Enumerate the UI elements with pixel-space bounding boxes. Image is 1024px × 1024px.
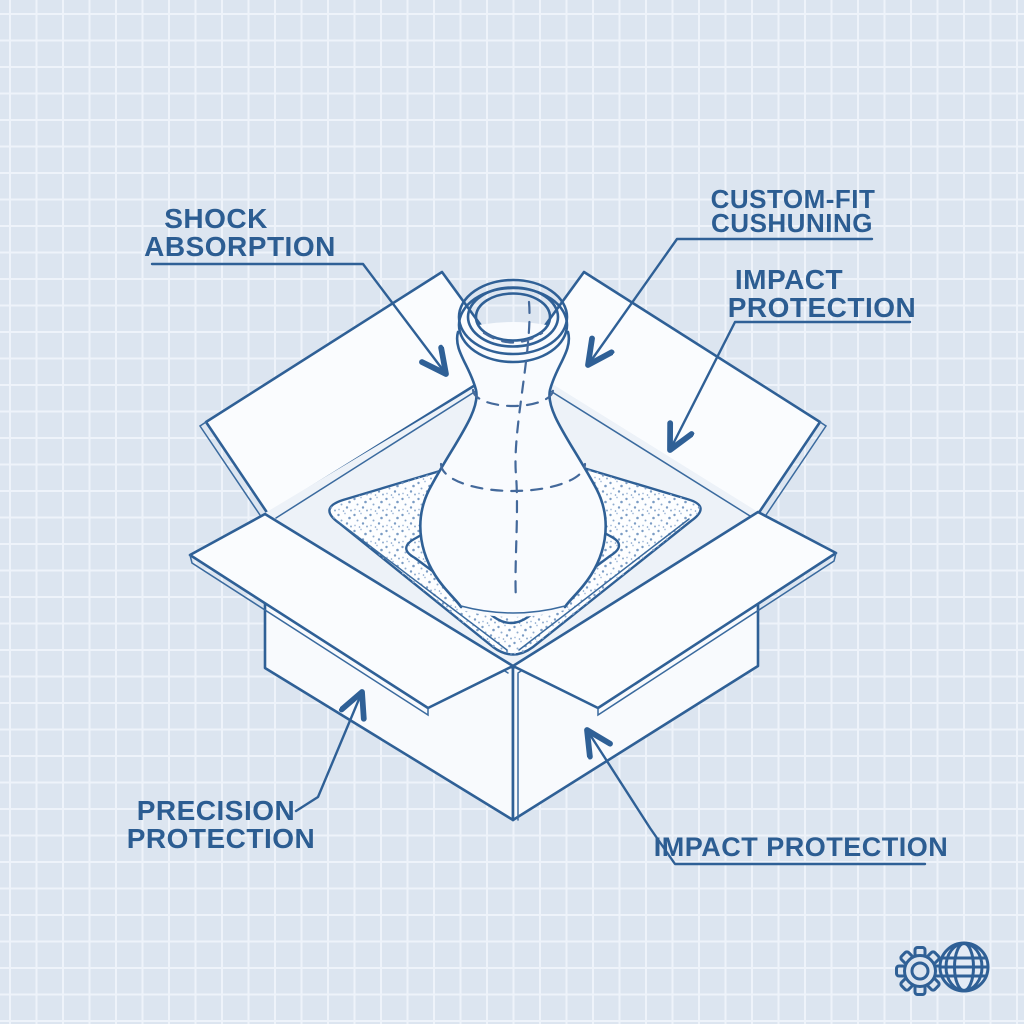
shock-absorption-leader — [150, 262, 446, 374]
vase-mouth-outer — [457, 278, 569, 356]
vase-dashed-neck-arc — [471, 388, 555, 408]
box-rim-inner-right — [516, 369, 751, 517]
precision-protection-label-line2: PROTECTION — [127, 823, 316, 854]
shock-absorption-label-line2: ABSORPTION — [144, 231, 336, 262]
foam-front-right-edge — [518, 518, 690, 651]
vase-left-outline — [419, 330, 478, 609]
leader-lines — [150, 237, 927, 866]
foam-front-left-edge — [336, 520, 508, 651]
precision-protection-label-line1: PRECISION — [137, 795, 296, 826]
impact-protection-bottom-label: IMPACT PROTECTION — [654, 832, 949, 862]
vase-right-outline — [548, 330, 607, 609]
impact-protection-bottom-leader — [587, 730, 927, 866]
custom-fit-label-line2: CUSHUNING — [711, 208, 873, 238]
precision-protection-leader — [294, 692, 362, 813]
box-rim-inner-left — [275, 369, 510, 519]
vase-dashed-centerline — [514, 300, 531, 602]
vase-dashed-inner-mouth — [482, 331, 544, 344]
box-right-side-flap-edge — [597, 552, 837, 717]
vase-mouth-middle — [466, 286, 560, 348]
custom-fit-leader — [588, 237, 874, 365]
vase-bottom-edge — [460, 605, 566, 614]
shock-absorption-label-line1: SHOCK — [164, 203, 268, 234]
custom-fit-label-line1: CUSTOM-FIT — [711, 184, 876, 214]
impact-protection-top-leader — [670, 320, 912, 450]
globe-icon — [938, 941, 990, 993]
box-left-side-flap-edge — [189, 554, 429, 717]
box-front — [188, 510, 838, 822]
impact-protection-top-label-line2: PROTECTION — [728, 292, 917, 323]
vase-mouth-inner — [474, 292, 552, 342]
gear-icon — [895, 946, 945, 996]
labels: SHOCK ABSORPTION CUSTOM-FIT CUSHUNING IM… — [127, 184, 949, 862]
vase-body-fill — [420, 322, 606, 617]
vase-illustration — [419, 278, 607, 617]
vase-dashed-shoulder-arc — [439, 462, 587, 493]
impact-protection-top-label-line1: IMPACT — [735, 264, 843, 295]
